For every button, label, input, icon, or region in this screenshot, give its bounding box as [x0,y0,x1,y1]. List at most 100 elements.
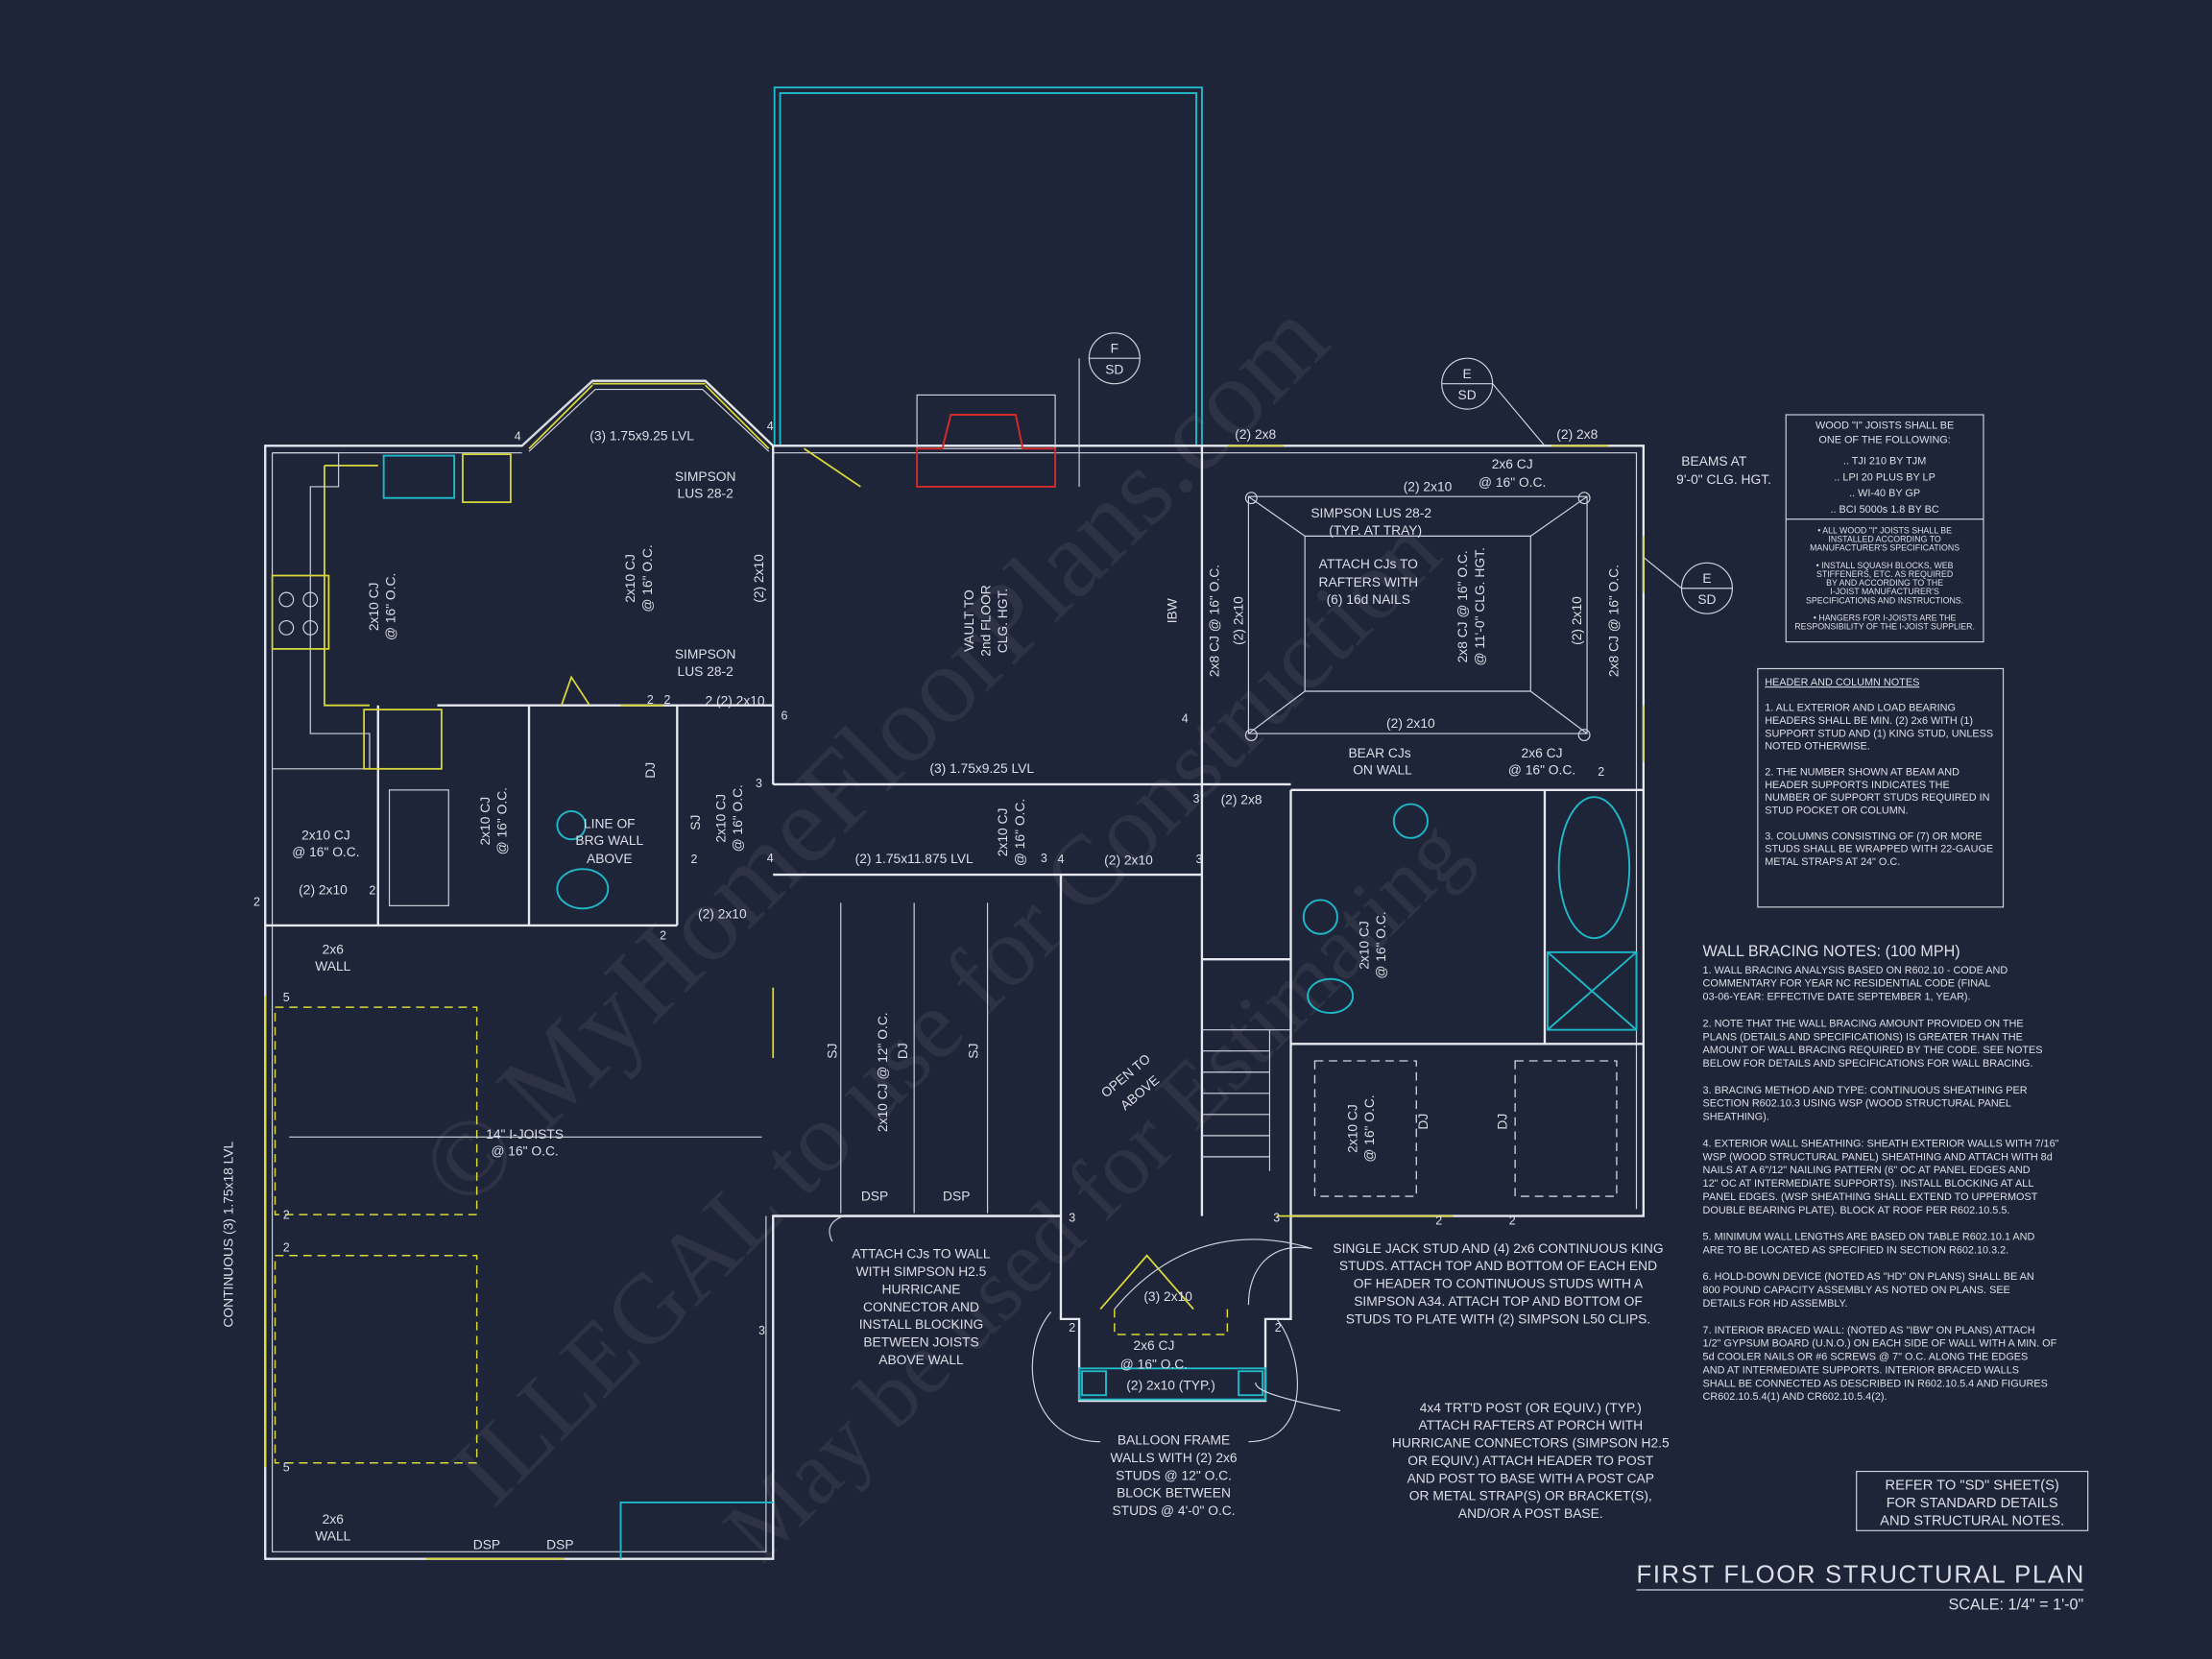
section-marker-e-right[interactable]: E SD [1643,556,1733,614]
plan-label: (2) 1.75x11.875 LVL [855,851,974,866]
plan-label: @ 16" O.C. [639,544,655,612]
stud-count: 2 [283,1240,290,1254]
plan-label: @ 16" O.C. [1361,1094,1377,1162]
stud-count: 4 [1182,711,1189,725]
plan-label: (2) 2x10 (TYP.) [1126,1377,1215,1392]
plan-label: (TYP. AT TRAY) [1329,522,1422,538]
fireplace-hearth [916,394,1056,449]
plan-label: @ 16" O.C. [1479,474,1546,490]
plan-label: WALL [315,1528,350,1544]
section-marker-e-top[interactable]: E SD [1441,357,1546,446]
porch-post [1081,1370,1107,1397]
callout-balloon-frame: WALLS WITH (2) 2x6 [1110,1450,1237,1465]
front-door [1099,1254,1194,1310]
joist-bullet: BY AND ACCORDING TO THE [1826,578,1943,588]
plan-label: 2x6 CJ [1133,1337,1174,1353]
callout-jack-stud: SIMPSON A34. ATTACH TOP AND BOTTOM OF [1354,1293,1643,1309]
callout-post: AND POST TO BASE WITH A POST CAP [1407,1470,1654,1485]
stud-count: 2 [690,853,697,866]
wall-bracing-line: 5. MINIMUM WALL LENGTHS ARE BASED ON TAB… [1703,1232,2035,1243]
stud-count: 3 [758,1324,765,1337]
plan-label: @ 16" O.C. [491,1142,558,1158]
plan-label: VAULT TO [961,589,976,652]
stud-count: 2 [1598,765,1604,779]
callout-attach-cjs: ATTACH CJs TO WALL [852,1246,990,1262]
header-note-line: 1. ALL EXTERIOR AND LOAD BEARING [1765,703,1956,714]
rear-deck-inner [779,92,1197,447]
wall-bracing-line: 7. INTERIOR BRACED WALL: (NOTED AS "IBW"… [1703,1325,2035,1336]
burner [302,619,319,636]
refer-note-line: AND STRUCTURAL NOTES. [1880,1513,2064,1528]
refer-notes-box: REFER TO "SD" SHEET(S)FOR STANDARD DETAI… [1856,1470,2089,1531]
section-marker-f[interactable]: F SD [1078,332,1141,487]
joist-bullet: • ALL WOOD "I" JOISTS SHALL BE [1817,525,1952,535]
drawing-scale: SCALE: 1/4" = 1'-0" [1949,1597,2084,1614]
wall-bracing-line: CR602.10.5.4(1) AND CR602.10.5.4(2). [1703,1391,1887,1403]
wall-bracing-line: 2. NOTE THAT THE WALL BRACING AMOUNT PRO… [1703,1018,2024,1029]
closet [1313,1060,1417,1197]
rear-deck-outline [773,86,1203,447]
callout-jack-stud: STUDS. ATTACH TOP AND BOTTOM OF EACH END [1339,1258,1657,1273]
plan-label: IBW [1164,598,1179,623]
post [1244,492,1258,505]
plan-label: (3) 1.75x9.25 LVL [929,760,1034,776]
burner [278,619,295,636]
plan-label: SJ [965,1044,980,1059]
plan-label: SIMPSON LUS 28-2 [1310,505,1431,520]
plan-label: @ 16" O.C. [1373,911,1388,978]
garage-parking-1 [274,1006,478,1215]
plan-label: 2x10 CJ [1356,921,1371,970]
kitchen-counter [324,465,378,707]
callout-attach-cjs: BETWEEN JOISTS [863,1334,978,1350]
plan-label: SJ [824,1044,839,1059]
wall-bracing-line: 12" OC AT INTERMEDIATE SUPPORTS). INSTAL… [1703,1178,2034,1190]
plan-label: (6) 16d NAILS [1327,591,1410,607]
wall-bracing-line: 3. BRACING METHOD AND TYPE: CONTINUOUS S… [1703,1085,2028,1096]
plan-label: SIMPSON [675,646,736,661]
header-column-title: HEADER AND COLUMN NOTES [1765,677,1919,688]
floor-plan: F SD E SD E SD [264,86,1733,1560]
washer-dryer [388,789,449,906]
plan-label: LINE OF [584,816,636,831]
wall-bracing-title: WALL BRACING NOTES: (100 MPH) [1703,943,1960,960]
refrigerator [462,453,512,503]
joist-bullet: SPECIFICATIONS AND INSTRUCTIONS. [1806,595,1963,605]
post [1577,729,1591,742]
plan-label: ATTACH CJs TO [1319,556,1418,571]
callout-post: AND/OR A POST BASE. [1458,1505,1603,1521]
plan-label: (2) 2x10 [1386,715,1435,731]
stud-count: 2 [369,884,375,898]
island [363,709,443,770]
stud-count: 5 [283,1461,290,1475]
wall-bracing-line: DOUBLE BEARING PLATE). BLOCK AT ROOF PER… [1703,1205,2010,1216]
plan-label: (2) 2x10 [299,882,348,898]
plan-label: 2x8 CJ @ 16" O.C. [1605,565,1621,677]
wall-bracing-line: 800 POUND CAPACITY ASSEMBLY AS NOTED ON … [1703,1285,2010,1296]
doors [560,447,861,707]
joist-bullet: RESPONSIBILITY OF THE I-JOIST SUPPLIER. [1794,622,1975,632]
plan-label: SJ [687,815,703,830]
stud-count: 3 [1196,853,1203,866]
bay-windows [528,382,770,449]
wall-bracing-line: NAILS AT A 6"/12" NAILING PATTERN (6" OC… [1703,1165,2031,1176]
plan-label: (2) 2x8 [1235,426,1276,442]
fireplace [916,414,1057,488]
burner [302,591,319,608]
plan-label: ABOVE [587,851,633,866]
plan-label: CLG. HGT. [995,589,1010,653]
plan-label: (3) 2x10 [1143,1288,1192,1304]
plan-label: @ 16" O.C. [1508,762,1575,778]
wall-bracing-line: 5d COOLER NAILS OR #6 SCREWS @ 7" O.C. A… [1703,1352,2029,1363]
plan-label: SIMPSON [675,469,736,484]
wall-bracing-line: PLANS (DETAILS AND SPECIFICATIONS) IS GR… [1703,1031,2023,1043]
joist-bullet: • INSTALL SQUASH BLOCKS, WEB [1816,561,1954,570]
marker-letter: F [1111,340,1118,355]
callout-balloon-frame: STUDS @ 12" O.C. [1116,1467,1232,1482]
stud-count: 3 [1041,852,1047,865]
wall-bracing-line: PANEL EDGES. (WSP SHEATHING SHALL EXTEND… [1703,1191,2038,1203]
marker-letter: E [1702,570,1711,586]
wall-bracing-line: BELOW FOR DETAILS AND SPECIFICATIONS FOR… [1703,1058,2033,1070]
